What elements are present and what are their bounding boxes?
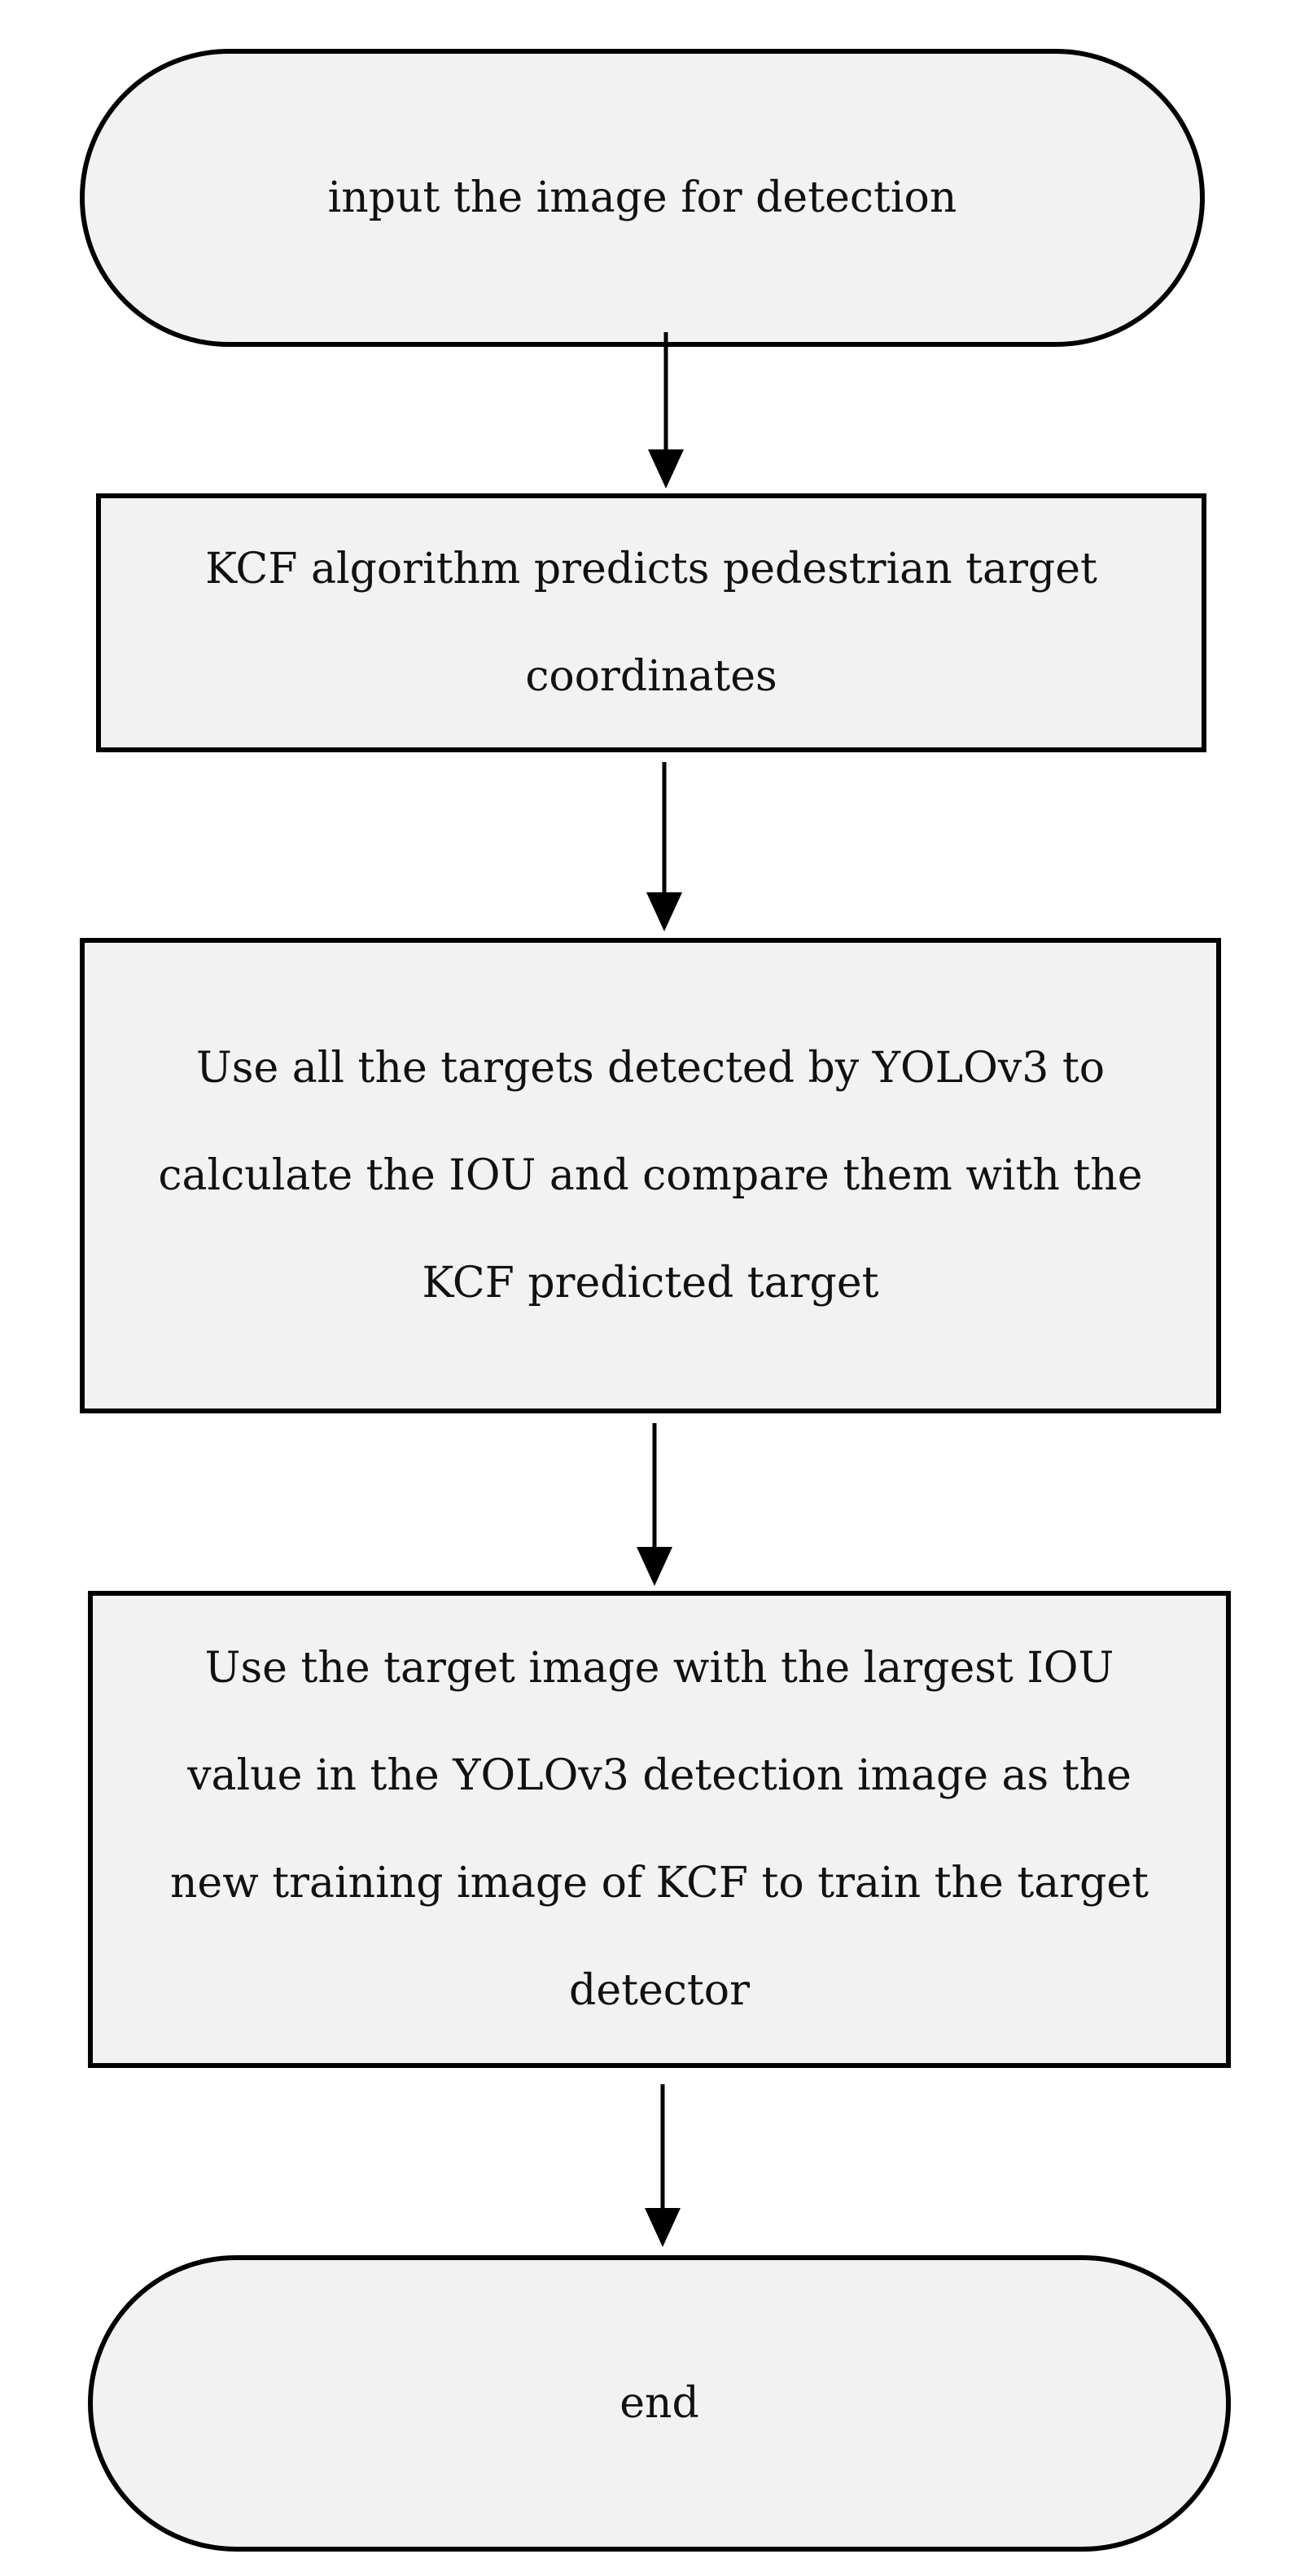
arrow-kcf-to-iou	[646, 762, 682, 931]
start-terminal: input the image for detection	[80, 49, 1205, 347]
kcf-predict-step-label: KCF algorithm predicts pedestrian target…	[173, 515, 1130, 730]
kcf-predict-step-line: KCF algorithm predicts pedestrian target	[205, 545, 1097, 594]
iou-compare-step-label: Use all the targets detected by YOLOv3 t…	[125, 1014, 1175, 1337]
retrain-step: Use the target image with the largest IO…	[88, 1591, 1231, 2068]
retrain-step-line: detector	[569, 1966, 750, 2015]
retrain-step-line: value in the YOLOv3 detection image as t…	[187, 1751, 1132, 1800]
retrain-step-label: Use the target image with the largest IO…	[138, 1614, 1181, 2044]
iou-compare-step-line: calculate the IOU and compare them with …	[158, 1151, 1143, 1200]
end-terminal-label: end	[587, 2350, 732, 2457]
retrain-step-line: new training image of KCF to train the t…	[169, 1859, 1149, 1908]
end-terminal: end	[88, 2255, 1231, 2552]
iou-compare-step-line: Use all the targets detected by YOLOv3 t…	[195, 1044, 1105, 1093]
iou-compare-step-line: KCF predicted target	[422, 1259, 879, 1308]
arrow-retrain-to-end	[645, 2084, 681, 2247]
start-terminal-line: input the image for detection	[327, 173, 957, 222]
end-terminal-line: end	[619, 2379, 699, 2428]
retrain-step-line: Use the target image with the largest IO…	[204, 1644, 1114, 1693]
kcf-predict-step: KCF algorithm predicts pedestrian target…	[96, 493, 1206, 752]
start-terminal-label: input the image for detection	[296, 144, 990, 252]
iou-compare-step: Use all the targets detected by YOLOv3 t…	[80, 938, 1221, 1413]
arrow-start-to-kcf	[648, 332, 684, 488]
arrow-iou-to-retrain	[637, 1423, 672, 1586]
kcf-predict-step-line: coordinates	[525, 652, 777, 701]
